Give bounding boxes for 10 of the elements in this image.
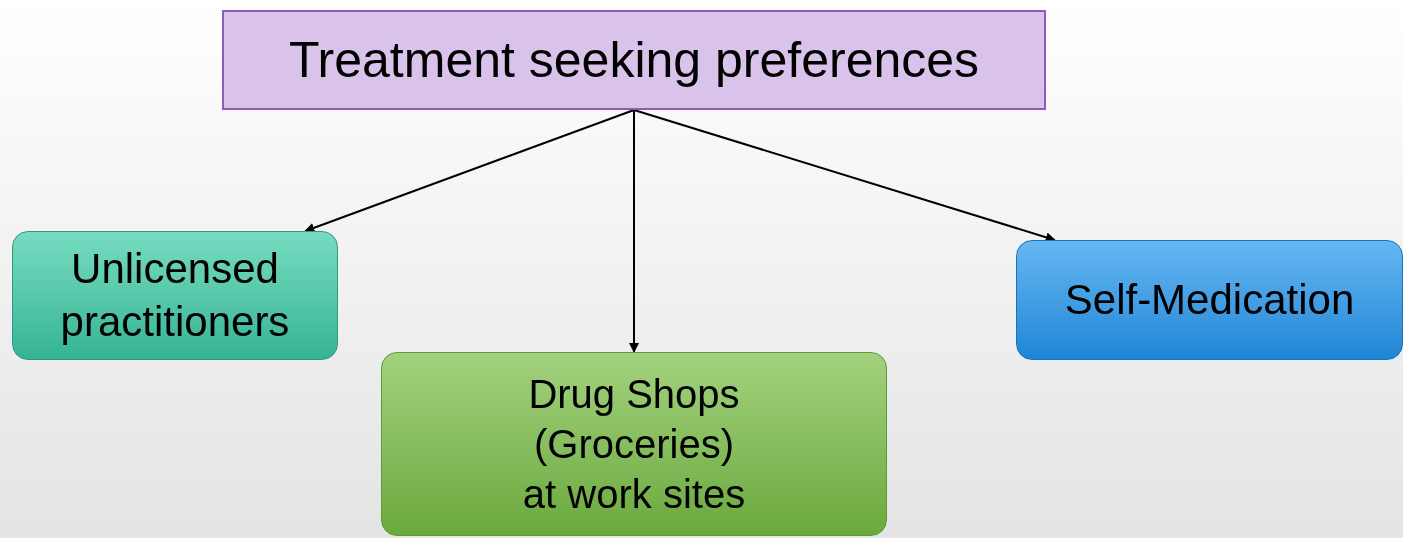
category-box [381, 352, 887, 536]
node-text: Drug Shops (Groceries) at work sites [521, 371, 747, 518]
arrow [629, 109, 639, 353]
node-text: Treatment seeking preferences [288, 30, 980, 90]
node-text: Self-Medication [1064, 274, 1355, 325]
node-text: Unlicensed practitioners [59, 244, 291, 347]
category-box [1016, 240, 1403, 360]
arrow [304, 109, 635, 233]
title-box [222, 10, 1046, 110]
category-box [12, 231, 338, 360]
